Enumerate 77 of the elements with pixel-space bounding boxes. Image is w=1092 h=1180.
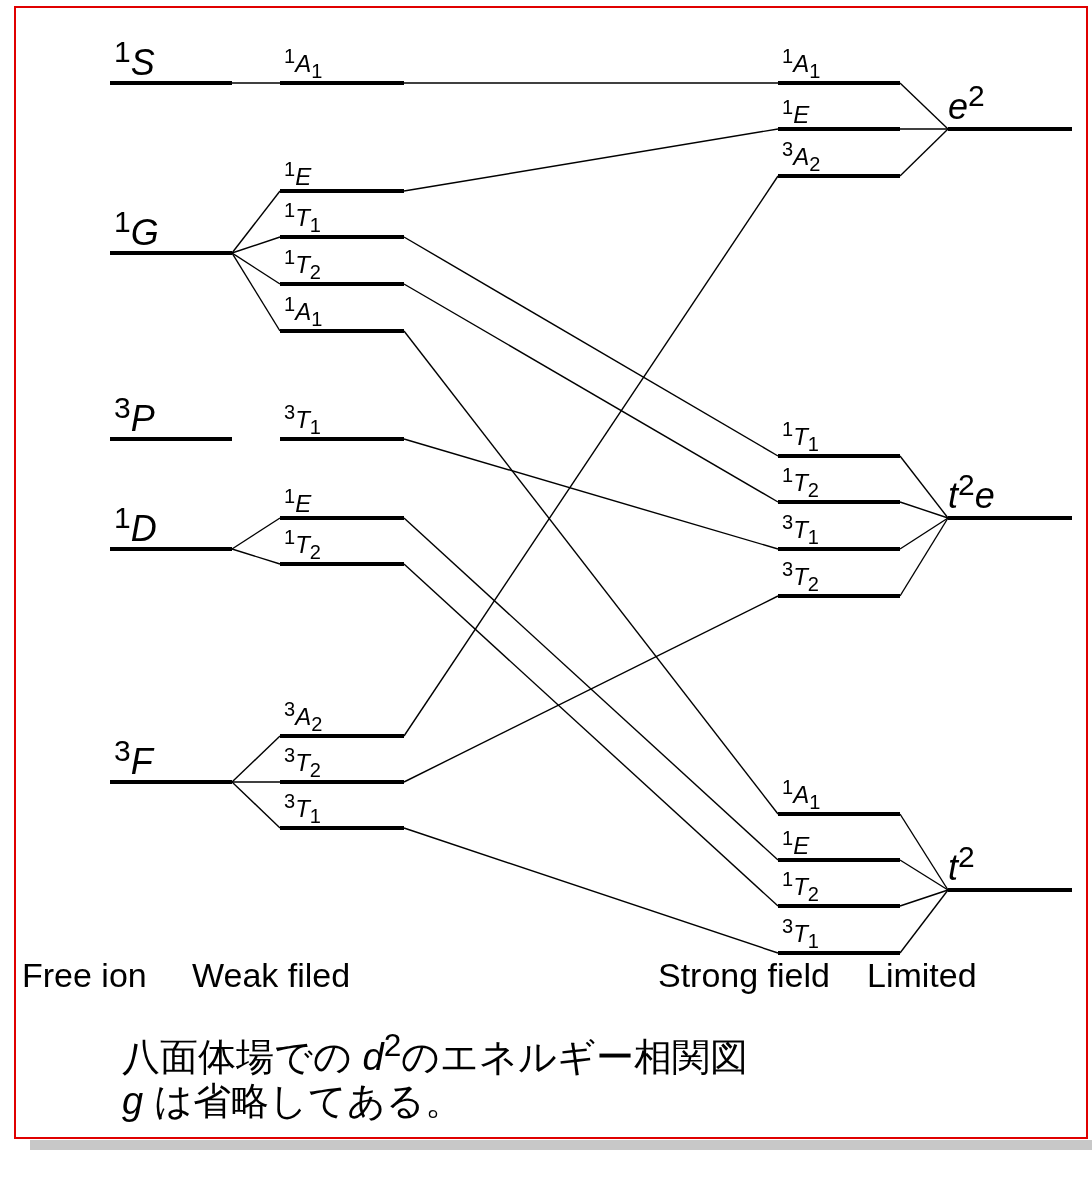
term-symbol: $^{1}$S xyxy=(114,37,155,81)
term-symbol: $^{1}$E xyxy=(782,97,810,127)
energy-level xyxy=(110,41,232,85)
term-symbol: $^{1}$T$_{2}$ xyxy=(284,527,321,562)
correlation-line xyxy=(403,438,779,550)
correlation-line xyxy=(899,813,949,891)
correlation-line xyxy=(899,859,949,891)
correlation-line xyxy=(899,82,949,130)
term-symbol: $^{1}$T$_{2}$ xyxy=(782,869,819,904)
term-symbol: $^{1}$A$_{1}$ xyxy=(782,46,821,81)
correlation-line xyxy=(899,889,949,954)
correlation-line xyxy=(403,827,779,954)
correlation-line xyxy=(403,236,779,457)
term-symbol: $^{1}$T$_{1}$ xyxy=(284,200,321,235)
energy-level xyxy=(280,163,404,193)
term-symbol: $^{3}$T$_{1}$ xyxy=(284,402,321,437)
correlation-line xyxy=(403,82,779,84)
correlation-line xyxy=(403,563,779,907)
correlation-line xyxy=(231,735,281,783)
energy-level xyxy=(778,832,900,862)
term-symbol: $^{1}$T$_{2}$ xyxy=(284,247,321,282)
energy-level xyxy=(110,211,232,255)
correlation-line xyxy=(231,82,281,84)
energy-level xyxy=(110,740,232,784)
correlation-line xyxy=(231,236,281,254)
correlation-line xyxy=(231,517,281,550)
term-symbol: $^{1}$A$_{1}$ xyxy=(284,46,323,81)
correlation-line xyxy=(403,283,779,503)
term-symbol: $^{3}$P xyxy=(114,393,155,437)
column-label: Limited xyxy=(867,958,977,992)
correlation-line xyxy=(899,455,949,519)
term-symbol: $^{1}$E xyxy=(284,159,312,189)
energy-level xyxy=(280,490,404,520)
term-symbol: $^{1}$A$_{1}$ xyxy=(782,777,821,812)
column-label: Weak filed xyxy=(192,958,351,992)
term-symbol: $^{1}$A$_{1}$ xyxy=(284,294,323,329)
term-symbol: $^{1}$T$_{1}$ xyxy=(782,419,819,454)
term-symbol: $^{3}$A$_{2}$ xyxy=(782,139,821,174)
column-label: Free ion xyxy=(22,958,147,992)
term-symbol: t$^{2}$e xyxy=(948,470,995,514)
term-symbol: $^{3}$T$_{1}$ xyxy=(782,916,819,951)
term-symbol: $^{3}$A$_{2}$ xyxy=(284,699,323,734)
correlation-line xyxy=(403,175,779,737)
correlation-line xyxy=(231,548,281,565)
term-symbol: $^{3}$T$_{1}$ xyxy=(284,791,321,826)
correlation-line xyxy=(231,190,281,254)
term-symbol: $^{1}$T$_{2}$ xyxy=(782,465,819,500)
correlation-line xyxy=(899,889,949,907)
correlation-line xyxy=(403,517,779,861)
energy-level xyxy=(110,397,232,441)
caption-line: g は省略してある。 xyxy=(122,1082,463,1120)
correlation-line xyxy=(899,517,949,597)
term-symbol: e$^{2}$ xyxy=(948,81,985,125)
term-symbol: t$^{2}$ xyxy=(948,842,975,886)
correlation-line xyxy=(899,128,949,130)
term-symbol: $^{3}$T$_{1}$ xyxy=(782,512,819,547)
energy-level xyxy=(110,507,232,551)
term-symbol: $^{3}$F xyxy=(114,736,153,780)
term-symbol: $^{1}$D xyxy=(114,503,157,547)
correlation-line xyxy=(231,781,281,783)
column-label: Strong field xyxy=(658,958,830,992)
caption-line: 八面体場での d$^{2}$のエネルギー相関図 xyxy=(122,1030,749,1076)
correlation-line xyxy=(231,781,281,829)
term-symbol: $^{1}$E xyxy=(782,828,810,858)
energy-level xyxy=(778,101,900,131)
correlation-line xyxy=(231,252,281,285)
correlation-line xyxy=(403,330,779,815)
term-symbol: $^{1}$G xyxy=(114,207,159,251)
term-symbol: $^{3}$T$_{2}$ xyxy=(782,559,819,594)
term-symbol: $^{1}$E xyxy=(284,486,312,516)
correlation-line xyxy=(403,595,779,783)
term-symbol: $^{3}$T$_{2}$ xyxy=(284,745,321,780)
correlation-line xyxy=(899,501,949,519)
correlation-line xyxy=(231,252,281,332)
correlation-line xyxy=(899,128,949,177)
correlation-line xyxy=(403,128,779,192)
correlation-line xyxy=(899,517,949,550)
